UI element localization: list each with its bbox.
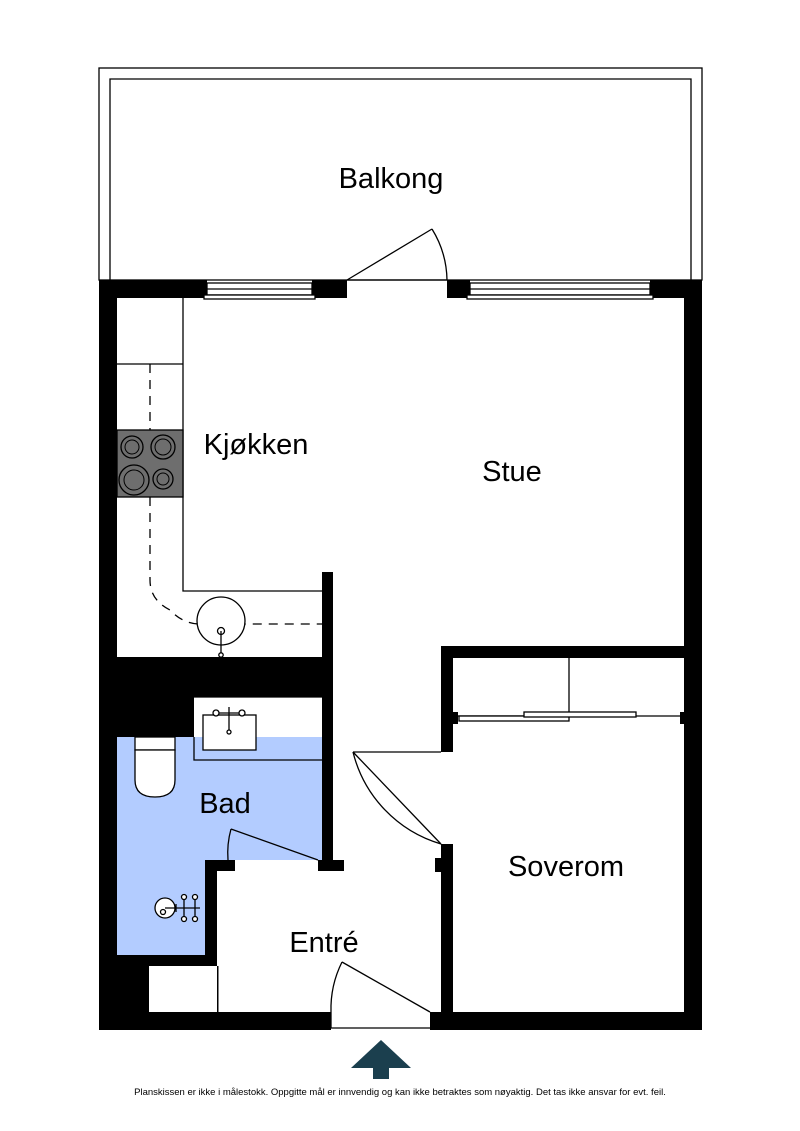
entrance-door [330, 961, 431, 1029]
room-label-bad: Bad [199, 788, 251, 820]
room-label-balkong: Balkong [339, 163, 444, 195]
balcony [98, 67, 703, 281]
balcony-door [346, 228, 448, 281]
window-living-room [466, 282, 654, 300]
room-label-stue: Stue [482, 456, 542, 488]
bedroom-door [352, 751, 442, 845]
stove-icon [116, 429, 184, 498]
kitchen-sink-icon [196, 596, 246, 658]
bathroom-counter [193, 696, 322, 761]
window-kitchen [203, 282, 316, 300]
disclaimer-text: Planskissen er ikke i målestokk. Oppgitt… [134, 1087, 666, 1098]
walls [99, 280, 702, 1030]
wardrobe [453, 658, 684, 722]
arrow-up-icon [351, 1040, 411, 1079]
bathroom-sink-icon [202, 707, 257, 751]
room-label-soverom: Soverom [508, 851, 624, 883]
shower-icon [154, 893, 200, 923]
room-label-entre: Entré [289, 927, 358, 959]
room-label-kjokken: Kjøkken [204, 429, 309, 461]
bathroom-door [227, 828, 319, 861]
toilet-icon [134, 736, 176, 798]
kitchen-counter [117, 298, 322, 625]
